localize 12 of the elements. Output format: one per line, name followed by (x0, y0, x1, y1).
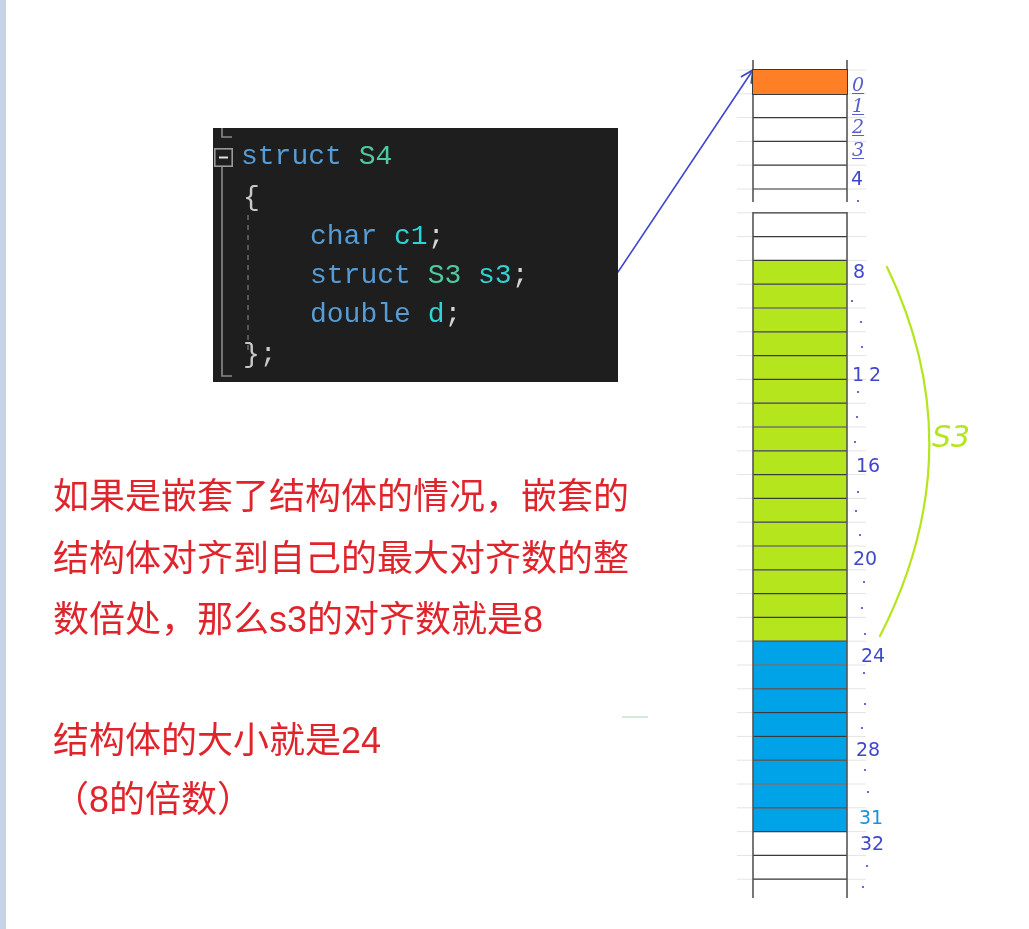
code-line: double d; (310, 298, 462, 332)
code-line: }; (243, 338, 277, 372)
code-line: struct S3 s3; (310, 259, 529, 293)
note-text: 如果是嵌套了结构体的情况，嵌套的结构体对齐到自己的最大对齐数的整数倍处，那么s3的对齐数就是8 (53, 475, 630, 642)
bracket-label: S3 (932, 421, 971, 453)
code-panel (213, 128, 618, 382)
note-text: （8的倍数） (53, 778, 254, 822)
code-line: { (243, 181, 260, 215)
code-line: struct S4 (241, 140, 393, 174)
code-line: char c1; (310, 220, 445, 254)
arrow (617, 69, 754, 273)
note-text: 结构体的大小就是24 (53, 719, 382, 763)
